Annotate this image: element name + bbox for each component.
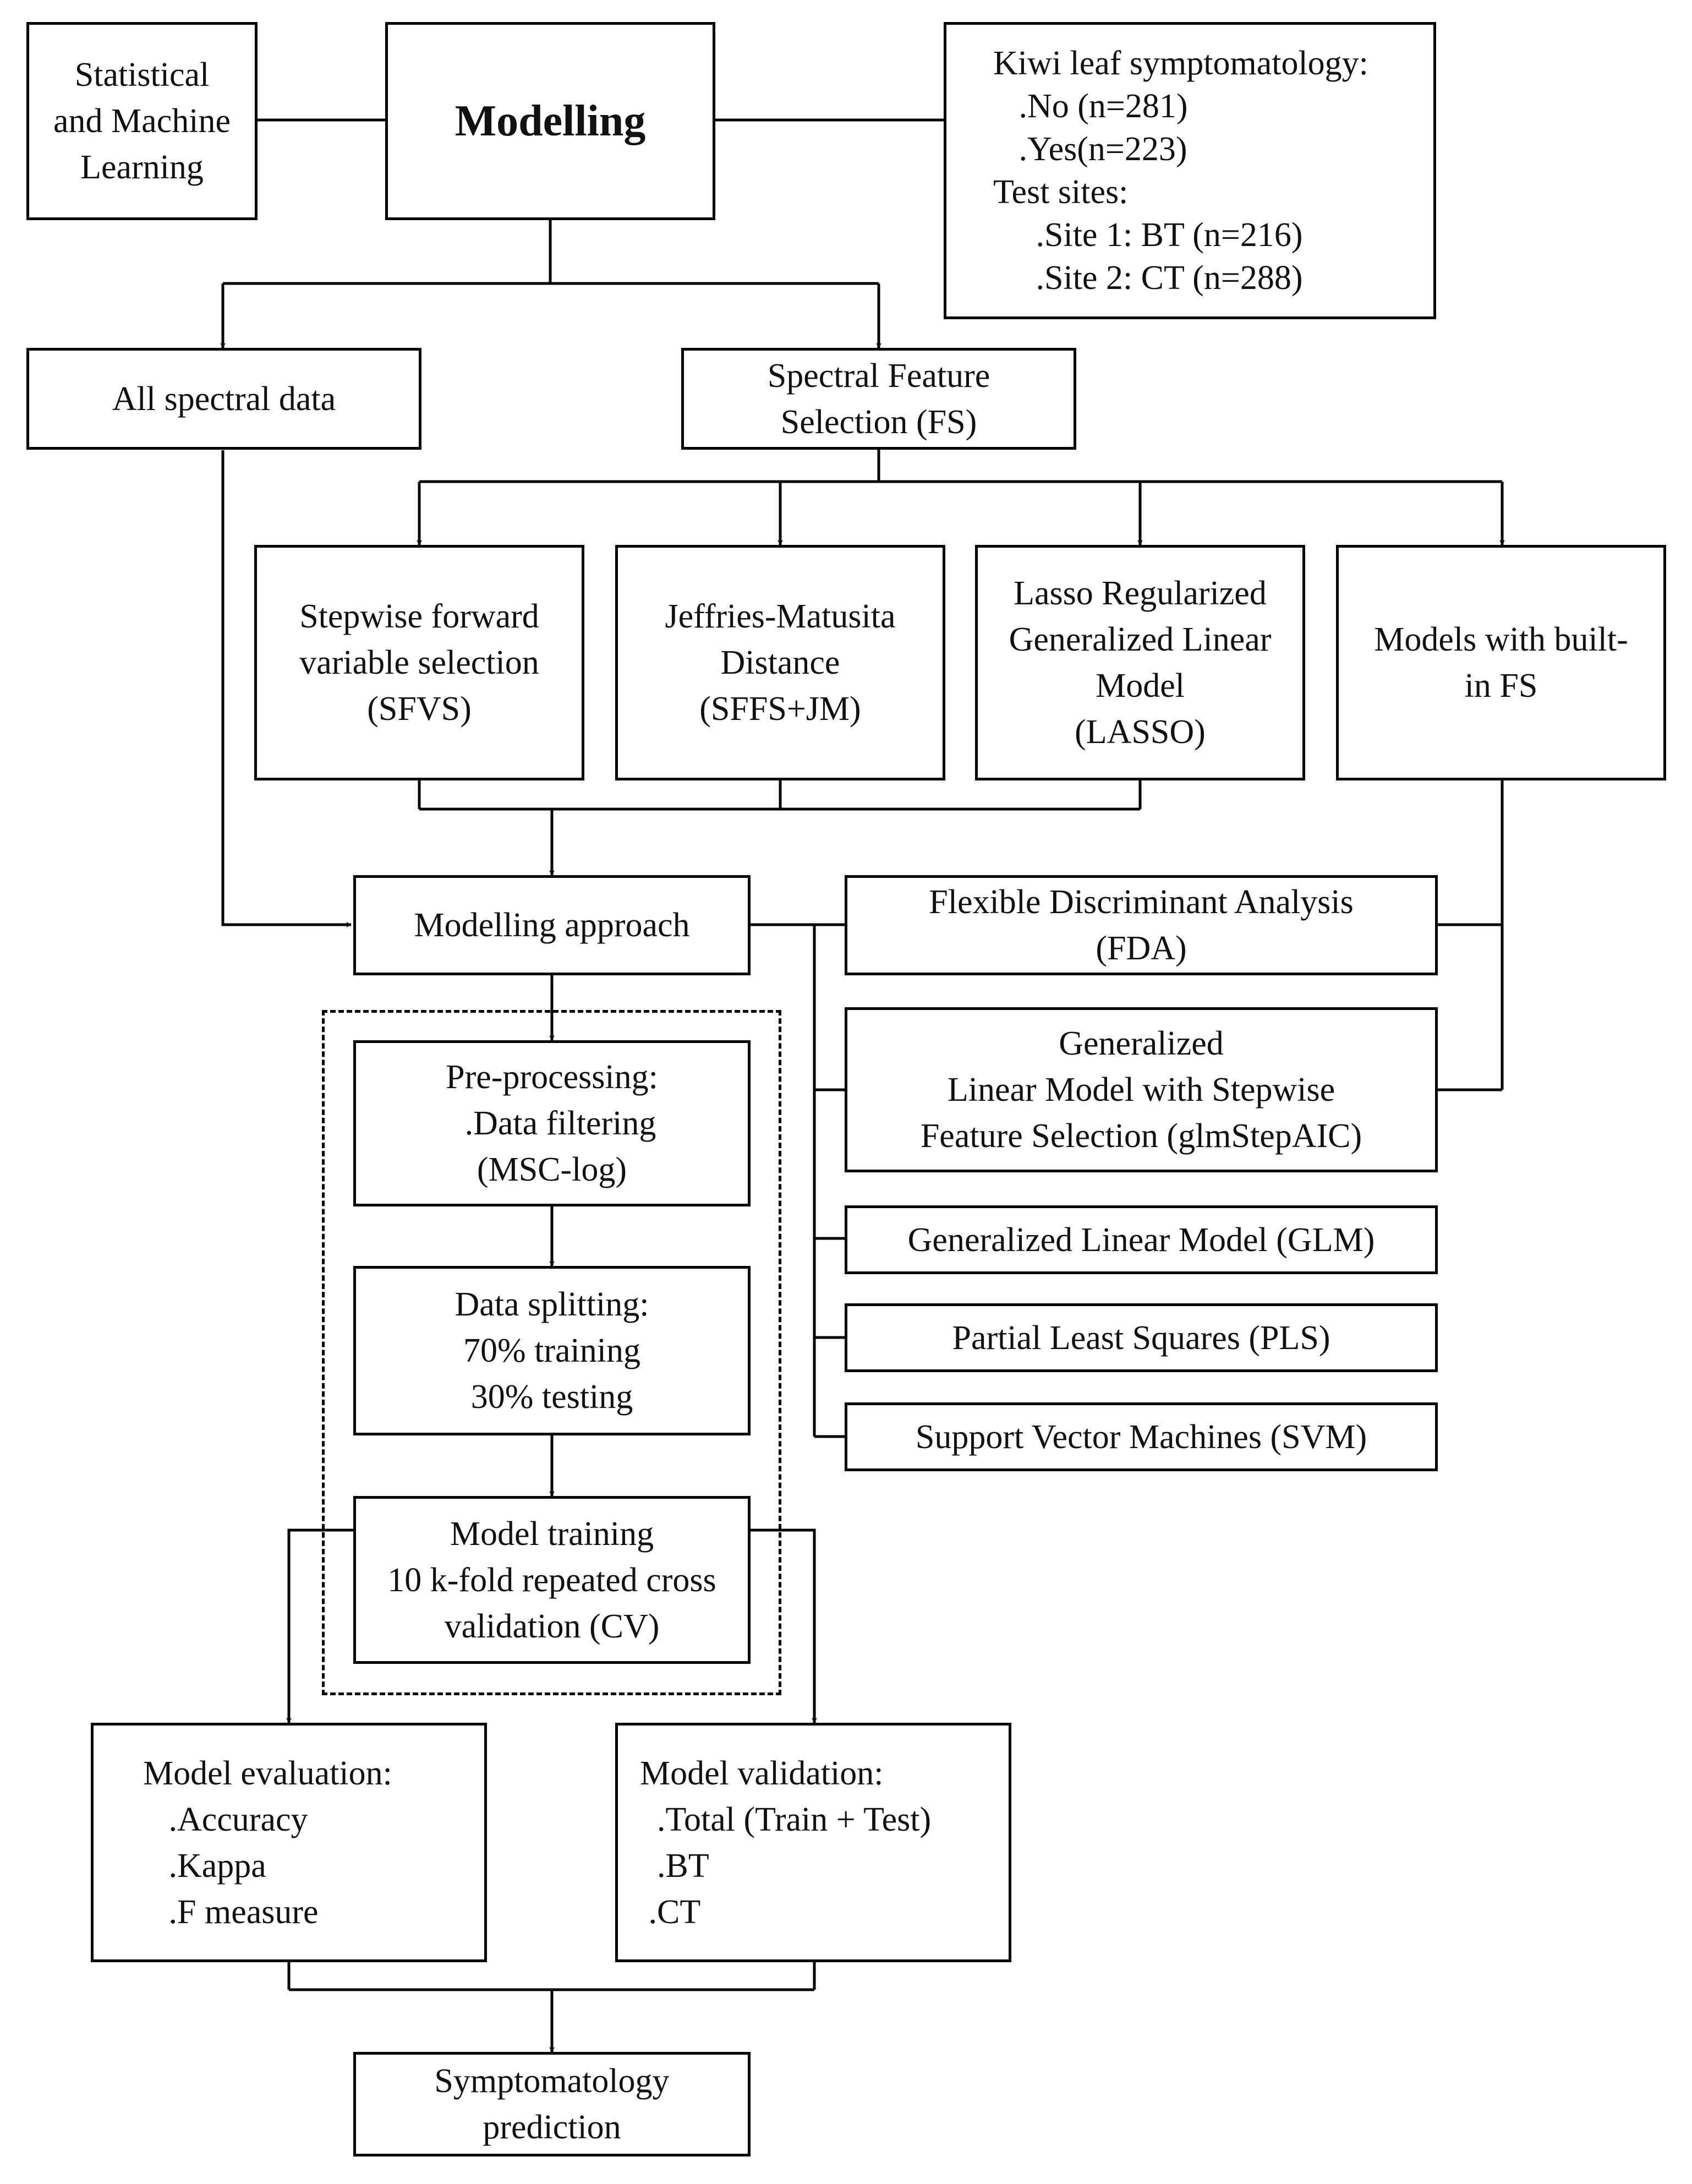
box-text-line: 70% training [463,1332,640,1369]
box-text-line: Kiwi leaf symptomatology: [993,45,1368,82]
box-text-line: variable selection [299,644,539,681]
box-text-line: .Total (Train + Test) [640,1800,932,1838]
box-text-line: 30% testing [470,1378,633,1416]
box-text-line: Model [1096,667,1185,705]
arrow-to-validation [749,1528,817,1723]
box-text-line: Symptomatology [434,2062,670,2100]
box-text-line: All spectral data [112,380,336,418]
box-text-line: Selection (FS) [780,403,977,441]
box-text-line: Modelling approach [414,907,690,944]
box-text-line: Learning [80,149,204,186]
box-text-line: Model evaluation: [143,1754,392,1792]
box-text-line: Linear Model with Stepwise [947,1071,1335,1109]
box-text-line: Lasso Regularized [1014,575,1267,612]
box-text-line: Generalized Linear Model (GLM) [907,1221,1375,1259]
box-text-line: (SFVS) [367,690,472,728]
box-text-line: Data splitting: [455,1286,649,1323]
builtin-fs-models-box: Models with built-in FS [1336,545,1666,780]
all-spectral-data-box: All spectral data [26,348,421,450]
svm-box: Support Vector Machines (SVM) [845,1402,1438,1471]
model-training-box: Model training 10 k-fold repeated cross va… [353,1496,751,1664]
preprocessing-box: Pre-processing: .Data filtering (MSC-log) [353,1040,751,1206]
box-text-line: Generalized [1059,1025,1224,1062]
box-text-line: .Yes(n=223) [993,130,1187,168]
box-text-line: Modelling [455,97,646,145]
box-text-line: Support Vector Machines (SVM) [915,1418,1367,1456]
sfvs-box: Stepwise forward variable selection (SFVS) [254,545,584,780]
box-text-line: .Kappa [143,1847,266,1885]
pls-box: Partial Least Squares (PLS) [845,1303,1438,1372]
box-text-line: Statistical [74,56,210,94]
data-splitting-box: Data splitting: 70% training 30% testing [353,1266,751,1435]
box-text-line: (LASSO) [1075,713,1206,751]
kiwi-info-box: Kiwi leaf symptomatology: .No (n=281) .Y… [944,22,1436,319]
box-text-line: Flexible Discriminant Analysis [929,883,1354,921]
model-evaluation-box: Model evaluation: .Accuracy .Kappa .F me… [91,1723,487,1962]
box-text-line: and Machine [53,102,231,140]
symptomatology-prediction-box: Symptomatology prediction [353,2052,751,2156]
box-text-line: prediction [483,2109,621,2146]
box-text-line: Models with built- [1374,621,1628,658]
box-text-line: .Site 2: CT (n=288) [993,259,1303,297]
box-text-line: Partial Least Squares (PLS) [952,1319,1330,1357]
box-text-line: Model validation: [640,1754,884,1792]
box-text-line: .Site 1: BT (n=216) [993,216,1303,254]
box-text-line: Model training [450,1515,654,1553]
box-text-line: Test sites: [993,173,1129,211]
box-text-line: Generalized Linear [1009,621,1272,658]
box-text-line: .BT [640,1847,709,1885]
modelling-approach-box: Modelling approach [353,875,751,975]
box-text-line: .Data filtering [447,1105,656,1142]
glm-box: Generalized Linear Model (GLM) [845,1205,1438,1274]
box-text-line: 10 k-fold repeated cross [387,1561,716,1599]
box-text-line: .Accuracy [143,1800,308,1838]
arrow-allspectral-to-approach [221,450,352,927]
box-text-line: (SFFS+JM) [699,690,861,728]
box-text-line: (FDA) [1096,930,1187,967]
arrow-to-evaluation [286,1528,353,1723]
box-text-line: Feature Selection (glmStepAIC) [920,1117,1362,1155]
modelling-box: Modelling [385,22,715,220]
fda-box: Flexible Discriminant Analysis (FDA) [845,875,1438,975]
box-text-line: .F measure [143,1893,319,1931]
box-text-line: .No (n=281) [993,88,1188,125]
box-text-line: Distance [720,644,840,681]
box-text-line: Stepwise forward [299,598,539,635]
box-text-line: Spectral Feature [767,357,990,395]
box-text-line: Jeffries-Matusita [665,598,896,635]
box-text-line: validation (CV) [444,1607,660,1645]
model-validation-box: Model validation: .Total (Train + Test) … [615,1723,1011,1962]
box-text-line: (MSC-log) [477,1151,627,1188]
box-text-line: in FS [1464,667,1538,705]
pipeline-dashed-frame [322,1010,781,1695]
box-text-line: Pre-processing: [446,1058,658,1096]
box-text-line: .CT [640,1893,701,1931]
